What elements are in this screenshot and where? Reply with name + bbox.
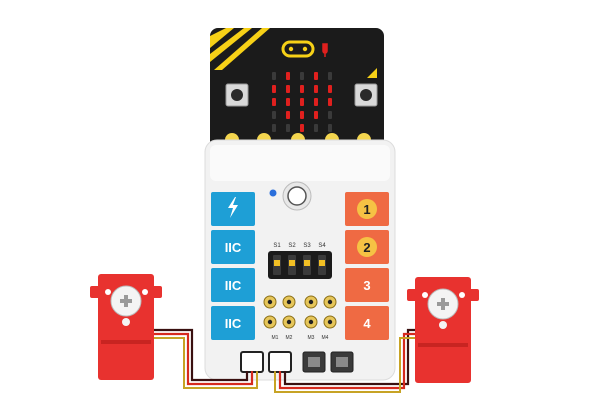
led-off: [328, 124, 332, 132]
led-on: [300, 124, 304, 132]
port-iic-label: IIC: [225, 278, 242, 293]
port-1[interactable]: 1: [345, 192, 389, 226]
servo-connector-1[interactable]: [240, 351, 264, 373]
microbit-board: [210, 28, 384, 150]
led-on: [314, 98, 318, 106]
port-number: 2: [363, 240, 370, 255]
motor-switches[interactable]: [268, 251, 332, 279]
port-number: 4: [363, 316, 371, 331]
lightning-icon: [228, 197, 238, 218]
servo-right[interactable]: [407, 277, 479, 383]
port-number: 3: [363, 278, 370, 293]
touch-logo: [281, 40, 315, 58]
servo-horn-icon: [120, 295, 132, 307]
port-iic-2[interactable]: IIC: [211, 268, 255, 302]
servo-wire-right: [274, 328, 422, 393]
servo-left[interactable]: [90, 274, 162, 380]
servo-connector-3[interactable]: [302, 351, 326, 373]
led-off: [314, 124, 318, 132]
led-on: [328, 85, 332, 93]
led-off: [286, 124, 290, 132]
motor-label: M2: [286, 335, 293, 341]
led-off: [272, 72, 276, 80]
servo-connector-4[interactable]: [330, 351, 354, 373]
port-3[interactable]: 3: [345, 268, 389, 302]
led-on: [328, 98, 332, 106]
led-on: [314, 85, 318, 93]
port-4[interactable]: 4: [345, 306, 389, 340]
port-number: 1: [363, 202, 370, 217]
led-on: [300, 85, 304, 93]
motor-label: M3: [308, 335, 315, 341]
button-b[interactable]: [354, 83, 378, 107]
motor-label: M1: [272, 335, 279, 341]
speaker-icon: [367, 68, 377, 78]
led-on: [272, 98, 276, 106]
led-on: [286, 111, 290, 119]
servo-connector-2[interactable]: [268, 351, 292, 373]
yellow-stripes: [210, 28, 270, 70]
port-power[interactable]: [211, 192, 255, 226]
port-iic-label: IIC: [225, 316, 242, 331]
led-off: [272, 124, 276, 132]
switch-label: S1: [273, 243, 281, 249]
led-on: [300, 98, 304, 106]
port-2[interactable]: 2: [345, 230, 389, 264]
expansion-board: IIC IIC IIC 1 2 3 4 S1: [204, 139, 396, 381]
led-on: [314, 72, 318, 80]
led-on: [272, 85, 276, 93]
led-off: [328, 72, 332, 80]
led-matrix: [272, 72, 332, 132]
switch-label: S2: [288, 243, 296, 249]
motor-label: M4: [322, 335, 329, 341]
motor-terminals[interactable]: [263, 295, 337, 329]
port-iic-1[interactable]: IIC: [211, 230, 255, 264]
led-on: [314, 111, 318, 119]
led-on: [286, 85, 290, 93]
port-iic-label: IIC: [225, 240, 242, 255]
buzzer: [282, 181, 312, 211]
led-off: [300, 72, 304, 80]
led-on: [300, 111, 304, 119]
led-on: [286, 72, 290, 80]
servo-wire-left: [148, 328, 258, 389]
led-on: [286, 98, 290, 106]
microphone-icon: [322, 43, 328, 57]
power-led: [269, 189, 277, 197]
button-a[interactable]: [225, 83, 249, 107]
port-iic-3[interactable]: IIC: [211, 306, 255, 340]
switch-label: S4: [318, 243, 326, 249]
servo-horn-icon: [437, 298, 449, 310]
switch-label: S3: [303, 243, 311, 249]
led-off: [272, 111, 276, 119]
led-off: [328, 111, 332, 119]
